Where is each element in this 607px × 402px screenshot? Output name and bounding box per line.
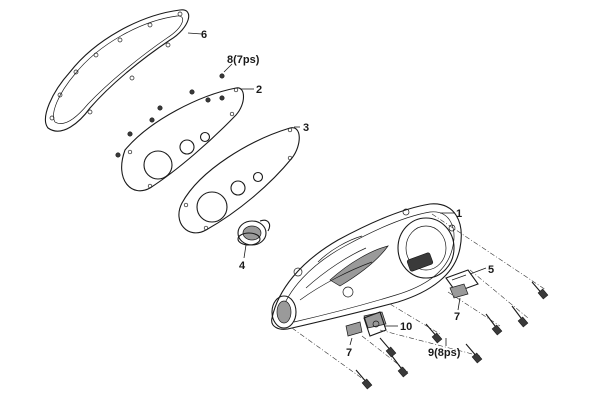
leader-4 <box>243 244 247 259</box>
callout-7-upper: 7 <box>454 311 460 323</box>
part-9-bolts <box>291 213 549 390</box>
part-4-seal <box>237 219 271 246</box>
callout-1: 1 <box>456 208 462 220</box>
leader-7-lower <box>349 337 353 346</box>
callout-8: 8(7ps) <box>227 54 260 66</box>
part-2-gasket <box>121 87 245 192</box>
leader-8 <box>223 63 233 73</box>
callout-7-lower: 7 <box>346 347 352 359</box>
part-3-plate <box>178 127 300 234</box>
part-7-clip-lower <box>345 321 363 337</box>
callout-3: 3 <box>303 122 309 134</box>
callout-2: 2 <box>256 84 262 96</box>
part-8-screws <box>115 73 225 158</box>
leader-7-upper <box>457 297 461 311</box>
callout-5: 5 <box>488 264 494 276</box>
part-7-clip-upper <box>449 283 469 299</box>
callout-9: 9(8ps) <box>428 347 461 359</box>
leader-6 <box>187 32 203 35</box>
leader-5 <box>469 267 487 275</box>
part-6-gasket <box>44 9 190 132</box>
part-10-fitting <box>363 311 387 337</box>
callout-4: 4 <box>239 260 246 272</box>
callout-6: 6 <box>201 29 207 41</box>
callout-10: 10 <box>400 321 412 333</box>
part-1-cover <box>271 203 462 330</box>
